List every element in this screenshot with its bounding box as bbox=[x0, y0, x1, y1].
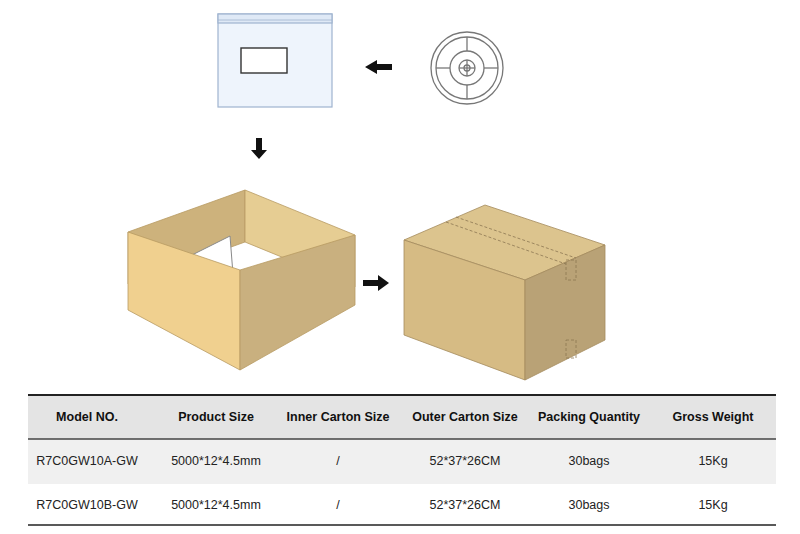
table-cell: R7C0GW10B-GW bbox=[36, 498, 137, 512]
open-carton bbox=[128, 190, 355, 370]
closed-carton bbox=[404, 205, 605, 380]
table-cell: / bbox=[336, 498, 339, 512]
spec-table bbox=[28, 395, 776, 525]
table-cell: 15Kg bbox=[698, 454, 727, 468]
table-cell: 30bags bbox=[568, 498, 609, 512]
table-header: Packing Quantity bbox=[538, 410, 640, 424]
table-cell: 5000*12*4.5mm bbox=[171, 454, 261, 468]
table-cell: R7C0GW10A-GW bbox=[36, 454, 137, 468]
table-cell: 15Kg bbox=[698, 498, 727, 512]
table-header: Product Size bbox=[178, 410, 254, 424]
table-header: Inner Carton Size bbox=[287, 410, 390, 424]
esd-bag bbox=[218, 14, 332, 107]
table-cell: / bbox=[336, 454, 339, 468]
table-cell: 52*37*26CM bbox=[430, 454, 501, 468]
table-cell: 5000*12*4.5mm bbox=[171, 498, 261, 512]
table-header: Gross Weight bbox=[672, 410, 753, 424]
table-header: Outer Carton Size bbox=[412, 410, 518, 424]
table-cell: 30bags bbox=[568, 454, 609, 468]
table-header: Model NO. bbox=[56, 410, 118, 424]
table-cell: 52*37*26CM bbox=[430, 498, 501, 512]
tape-reel bbox=[431, 32, 503, 104]
